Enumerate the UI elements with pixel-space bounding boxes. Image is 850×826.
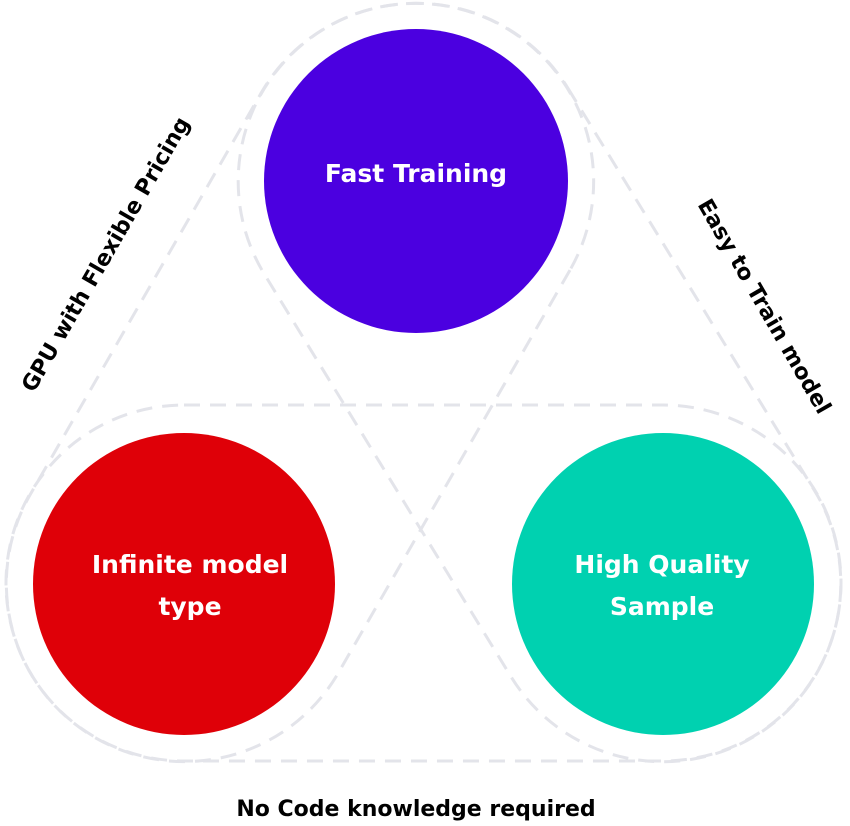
node-label: Sample <box>610 592 714 621</box>
node-high-quality-sample: High Quality Sample <box>512 433 814 735</box>
node-label: Infinite model <box>92 550 288 579</box>
outline-left-pair <box>4 1 596 764</box>
node-label: type <box>158 592 221 621</box>
outline-right-pair <box>236 1 843 764</box>
edge-label-right: Easy to Train model <box>692 195 835 419</box>
edge-label-bottom: No Code knowledge required <box>236 797 595 822</box>
node-label: High Quality <box>574 550 749 579</box>
node-infinite-model-type: Infinite model type <box>33 433 335 735</box>
node-fast-training: Fast Training <box>264 29 568 333</box>
outline-bottom-pair <box>4 403 843 763</box>
node-label: Fast Training <box>325 159 507 188</box>
